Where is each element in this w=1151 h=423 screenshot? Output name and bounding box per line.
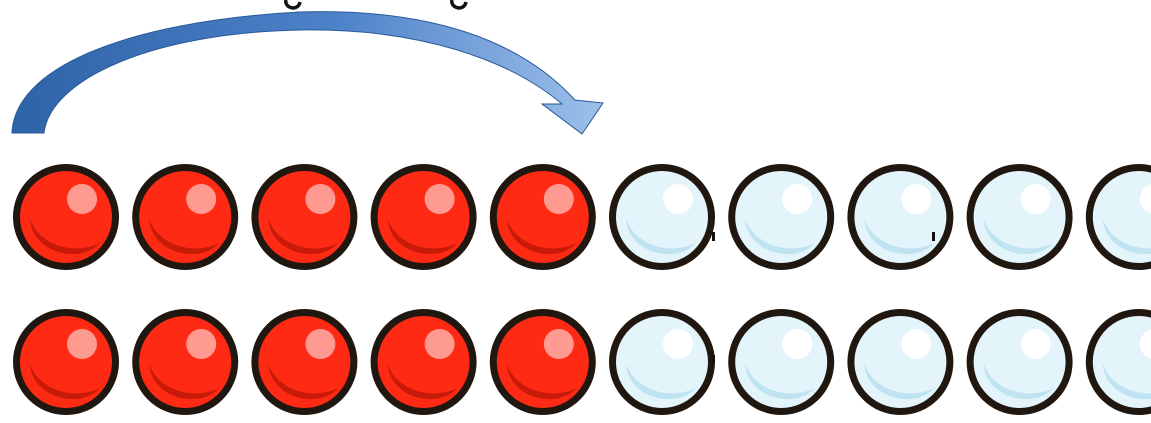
empty-counter xyxy=(1085,164,1151,270)
empty-counter xyxy=(966,164,1073,270)
red-counter xyxy=(13,309,119,415)
separator-tick xyxy=(932,232,935,241)
red-counter xyxy=(251,164,358,270)
red-counter xyxy=(489,164,596,270)
bead-row-1 xyxy=(13,164,1151,270)
separator-tick xyxy=(712,355,715,364)
empty-counter xyxy=(1085,309,1151,415)
cutoff-mark-left xyxy=(284,0,302,10)
empty-counter xyxy=(609,309,715,415)
cutoff-mark-right xyxy=(450,0,468,10)
red-counter xyxy=(132,164,239,270)
empty-counter xyxy=(609,164,715,270)
curved-arrow-icon xyxy=(11,11,604,135)
empty-counter xyxy=(966,309,1073,415)
empty-counter xyxy=(847,309,954,415)
bead-rows xyxy=(13,164,1151,415)
empty-counter xyxy=(728,164,835,270)
empty-counter xyxy=(728,309,835,415)
red-counter xyxy=(370,309,477,415)
red-counter xyxy=(13,164,119,270)
empty-counter xyxy=(847,164,954,270)
bead-row-2 xyxy=(13,309,1151,415)
red-counter xyxy=(132,309,239,415)
red-counter xyxy=(489,309,596,415)
red-counter xyxy=(370,164,477,270)
red-counter xyxy=(251,309,358,415)
separator-tick xyxy=(712,232,715,241)
